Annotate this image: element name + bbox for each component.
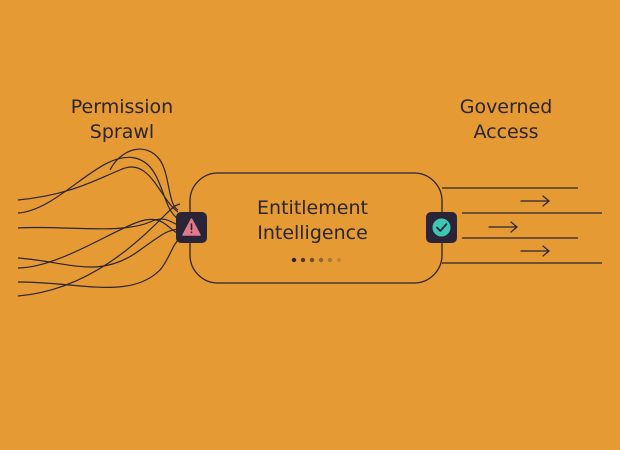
sprawl-line — [109, 148, 179, 211]
progress-dot — [327, 257, 333, 263]
arrow-right-icon — [488, 221, 518, 233]
center-label-line1: Entitlement — [257, 197, 368, 219]
warning-icon — [176, 212, 207, 243]
arrows — [488, 195, 550, 257]
arrow-right-icon — [520, 245, 550, 257]
sprawl-line — [17, 228, 181, 268]
right-label-line2: Access — [473, 121, 539, 143]
governed-lines — [442, 187, 602, 264]
entitlement-intelligence-label: Entitlement Intelligence — [225, 196, 400, 246]
sprawl-lines — [17, 148, 181, 297]
governed-access-label: Governed Access — [436, 95, 576, 145]
sprawl-line — [17, 218, 181, 230]
center-label-line2: Intelligence — [257, 222, 368, 244]
progress-dots — [291, 257, 342, 263]
sprawl-line — [17, 218, 181, 269]
arrow-right-icon — [520, 195, 550, 207]
sprawl-line — [17, 203, 181, 297]
progress-dot — [309, 257, 315, 263]
progress-dot — [300, 257, 306, 263]
permission-sprawl-label: Permission Sprawl — [52, 95, 192, 145]
left-label-line2: Sprawl — [89, 121, 155, 143]
left-label-line1: Permission — [70, 96, 174, 118]
sprawl-line — [17, 156, 181, 221]
sprawl-line — [17, 237, 181, 288]
progress-dot — [336, 257, 342, 263]
right-label-line1: Governed — [459, 96, 553, 118]
progress-dot — [318, 257, 324, 263]
check-circle-icon — [426, 212, 457, 243]
progress-dot — [291, 257, 297, 263]
